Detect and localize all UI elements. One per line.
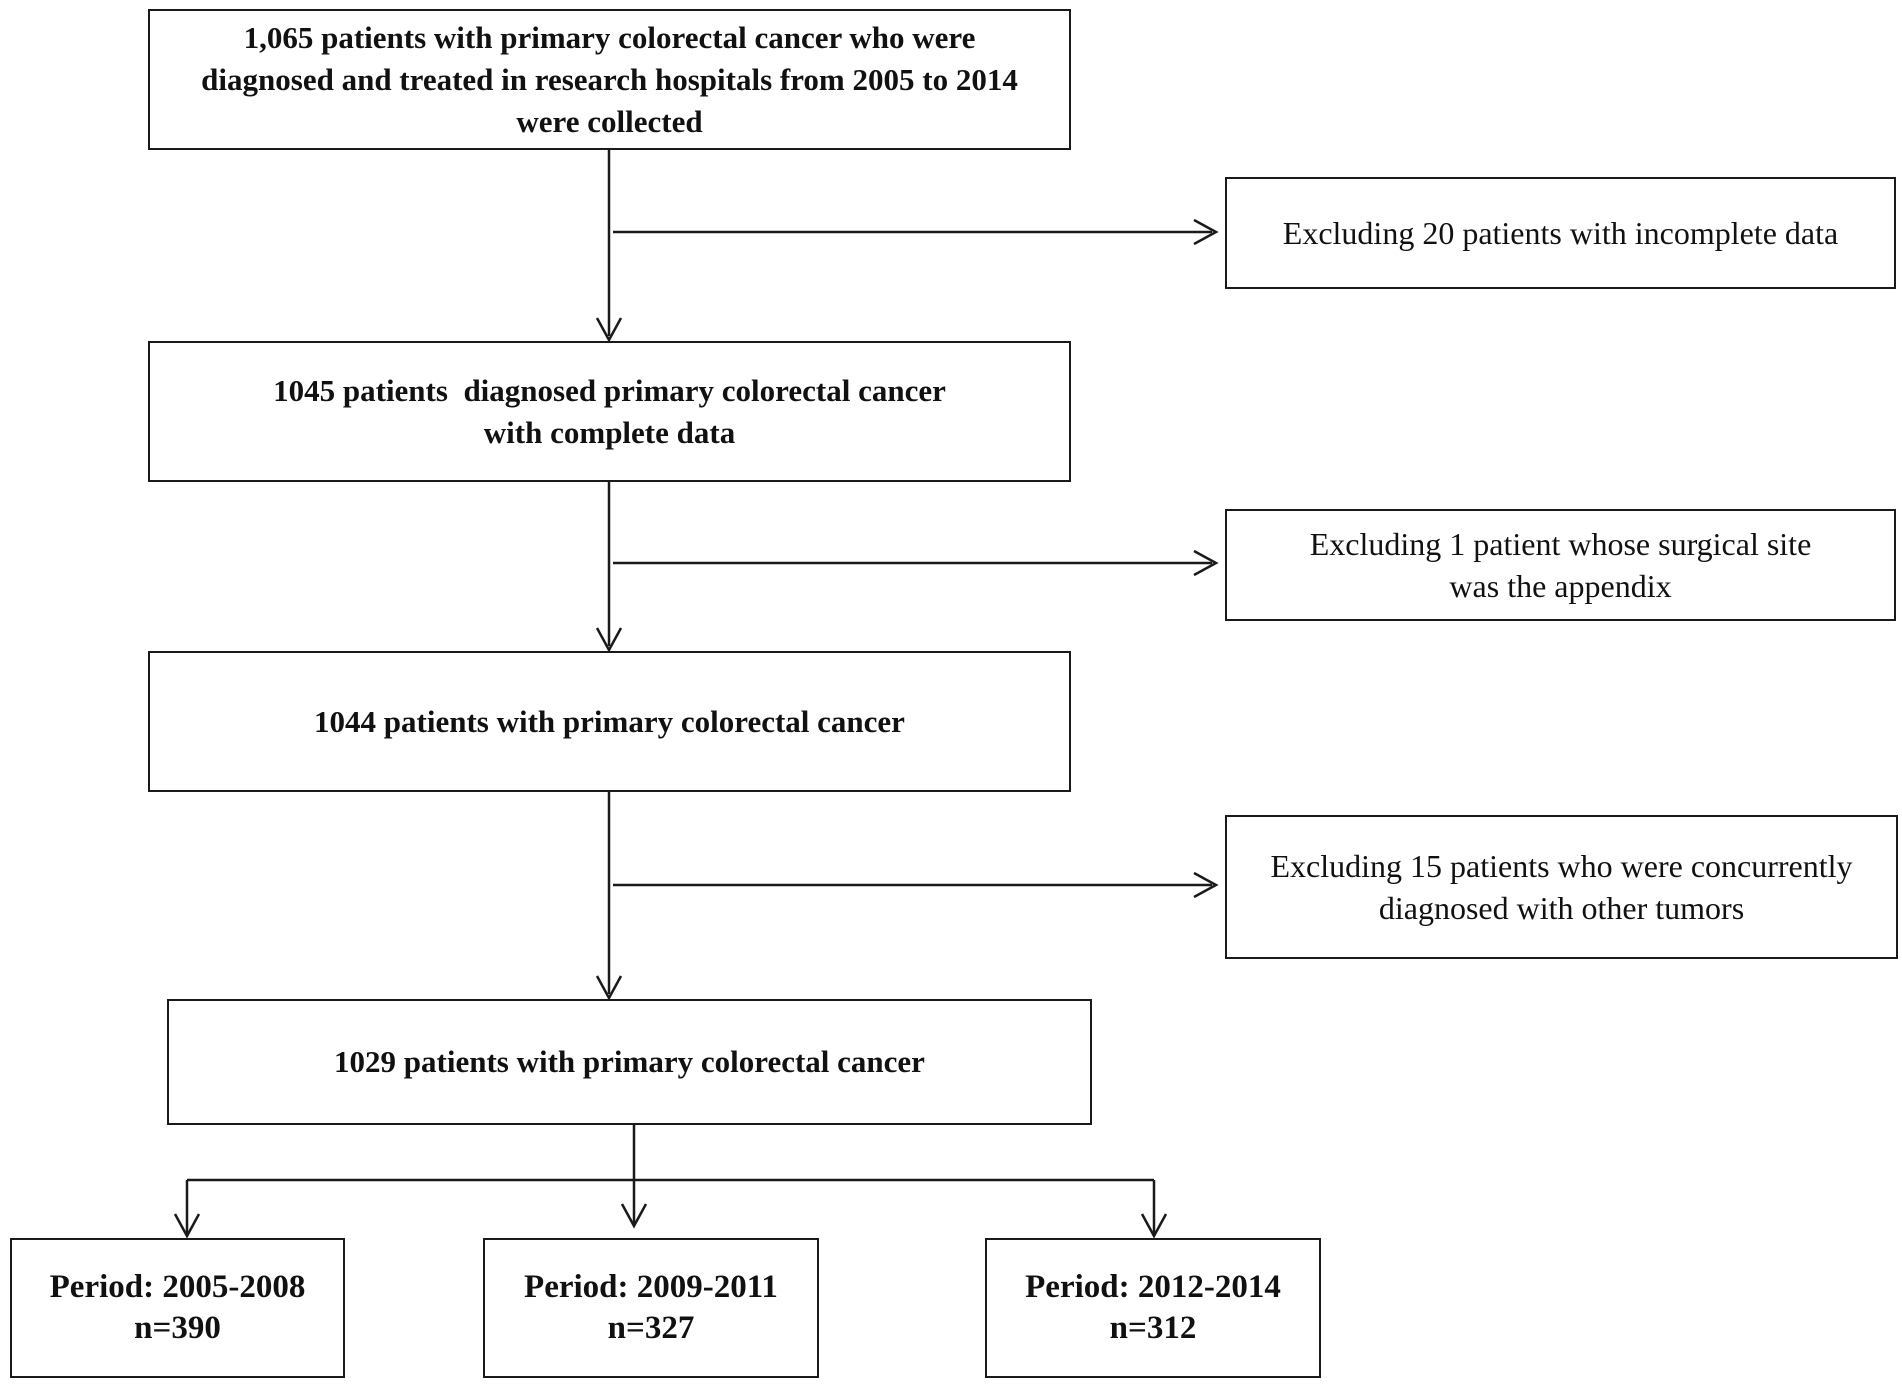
period-box-2009-2011: Period: 2009-2011 n=327 bbox=[483, 1238, 819, 1378]
step-box-collected-line1: 1,065 patients with primary colorectal c… bbox=[243, 19, 976, 55]
arrowhead-exclude2 bbox=[1193, 549, 1219, 577]
period-box-2005-2008: Period: 2005-2008 n=390 bbox=[10, 1238, 345, 1378]
period-box-2005-2008-count: n=390 bbox=[134, 1310, 221, 1346]
exclusion-box-incomplete-data: Excluding 20 patients with incomplete da… bbox=[1225, 177, 1896, 289]
exclusion-box-other-tumors: Excluding 15 patients who were concurren… bbox=[1225, 815, 1898, 959]
arrowhead-period1 bbox=[173, 1213, 201, 1239]
arrowhead-period2 bbox=[620, 1203, 648, 1229]
period-box-2012-2014-label: Period: 2012-2014 bbox=[1025, 1269, 1281, 1305]
step-box-complete-data-line1: 1045 patients diagnosed primary colorect… bbox=[273, 372, 946, 408]
step-box-1029-patients: 1029 patients with primary colorectal ca… bbox=[167, 999, 1092, 1125]
step-box-collected-line3: were collected bbox=[516, 103, 703, 139]
step-box-collected-line2: diagnosed and treated in research hospit… bbox=[201, 61, 1018, 97]
step-box-collected: 1,065 patients with primary colorectal c… bbox=[148, 9, 1071, 150]
step-box-complete-data: 1045 patients diagnosed primary colorect… bbox=[148, 341, 1071, 482]
period-box-2012-2014-count: n=312 bbox=[1109, 1310, 1197, 1346]
exclusion-box-incomplete-data-line1: Excluding 20 patients with incomplete da… bbox=[1282, 215, 1839, 251]
exclusion-box-appendix-line2: was the appendix bbox=[1449, 568, 1672, 604]
step-box-complete-data-line2: with complete data bbox=[483, 414, 736, 450]
step-box-1044-patients-line1: 1044 patients with primary colorectal ca… bbox=[314, 703, 905, 739]
arrowhead-step2 bbox=[595, 317, 623, 343]
period-box-2009-2011-count: n=327 bbox=[607, 1310, 695, 1346]
arrowhead-exclude3 bbox=[1193, 871, 1219, 899]
step-box-1044-patients: 1044 patients with primary colorectal ca… bbox=[148, 651, 1071, 792]
exclusion-box-other-tumors-line2: diagnosed with other tumors bbox=[1378, 890, 1745, 926]
exclusion-box-other-tumors-line1: Excluding 15 patients who were concurren… bbox=[1270, 848, 1853, 884]
period-box-2009-2011-label: Period: 2009-2011 bbox=[524, 1269, 778, 1305]
period-box-2012-2014: Period: 2012-2014 n=312 bbox=[985, 1238, 1321, 1378]
step-box-1029-patients-line1: 1029 patients with primary colorectal ca… bbox=[334, 1044, 925, 1079]
exclusion-box-appendix-line1: Excluding 1 patient whose surgical site bbox=[1309, 526, 1812, 562]
exclusion-box-appendix: Excluding 1 patient whose surgical site … bbox=[1225, 509, 1896, 621]
arrowhead-period3 bbox=[1140, 1213, 1168, 1239]
arrowhead-step4 bbox=[595, 975, 623, 1001]
arrowhead-step3 bbox=[595, 627, 623, 653]
arrowhead-exclude1 bbox=[1193, 218, 1219, 246]
period-box-2005-2008-label: Period: 2005-2008 bbox=[49, 1269, 306, 1305]
